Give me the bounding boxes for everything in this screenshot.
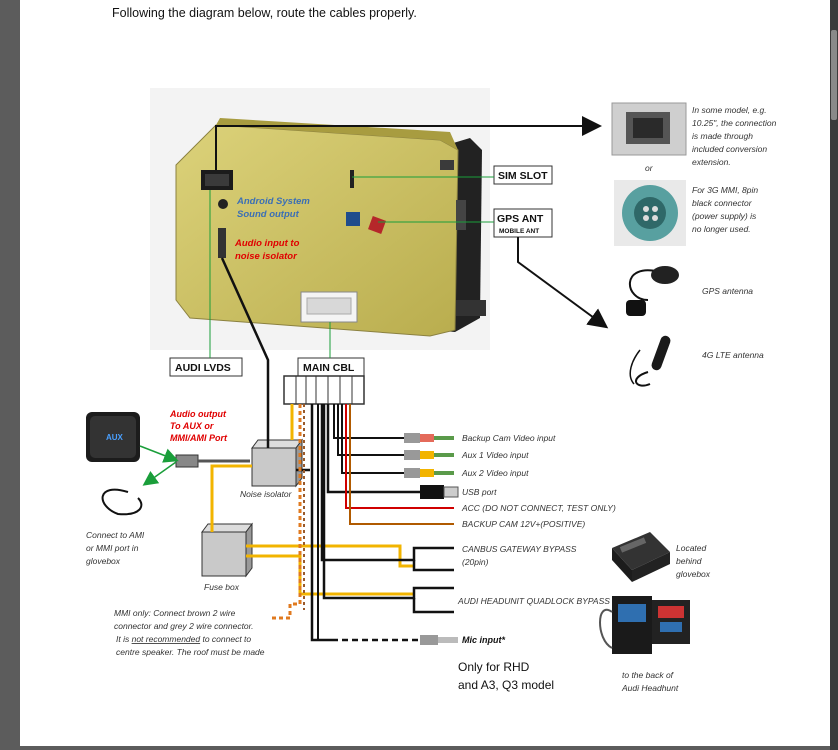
svg-text:glovebox: glovebox (86, 556, 121, 566)
mobile-ant-label: MOBILE ANT (499, 228, 539, 235)
headunit-harness-photo (599, 596, 690, 654)
headunit-note: to the back of Audi Headhunt (621, 670, 679, 693)
svg-text:glovebox: glovebox (676, 569, 711, 579)
gps-antenna-label: GPS antenna (702, 286, 753, 296)
audi-lvds-box: AUDI LVDS (169, 357, 243, 377)
svg-text:behind: behind (676, 556, 702, 566)
model-note-line: is made through (692, 131, 753, 141)
gps-ant-label: GPS ANT (497, 213, 544, 225)
black-8pin-connector-photo (614, 180, 686, 246)
usb-plug (420, 485, 459, 499)
svg-text:Audio output: Audio output (169, 409, 227, 419)
main-cbl-label: MAIN CBL (303, 362, 355, 374)
audio-input-plug (218, 228, 226, 258)
unit-front-face (175, 124, 459, 337)
mmi-note-line: no longer used. (692, 224, 751, 234)
instruction-text: Following the diagram below, route the c… (112, 6, 417, 20)
aux-module-photo: AUX (86, 412, 140, 462)
svg-text:MMI/AMI Port: MMI/AMI Port (170, 433, 228, 443)
aux1-video-label: Aux 1 Video input (461, 450, 529, 460)
conversion-extension-photo (611, 102, 687, 156)
svg-text:It is not recommended to conne: It is not recommended to connect to (116, 634, 251, 644)
sim-slot-label: SIM SLOT (498, 170, 548, 182)
fuse-box (201, 522, 253, 578)
aux-cable-photo (101, 454, 250, 516)
connect-ami-note: Connect to AMI or MMI port in glovebox (86, 530, 145, 566)
gps-ant-box: GPS ANT MOBILE ANT (493, 208, 553, 238)
right-notes: In some model, e.g. 10.25", the connecti… (645, 105, 777, 360)
svg-text:connector and grey 2 wire conn: connector and grey 2 wire connector. (114, 621, 254, 631)
svg-text:or MMI port in: or MMI port in (86, 543, 139, 553)
wires (210, 257, 454, 642)
sim-slot-mark (350, 170, 354, 188)
audio-output-label: Audio output To AUX or MMI/AMI Port (169, 409, 228, 443)
mmi-note-line: (power supply) is (692, 211, 757, 221)
android-sound-label-2: Sound output (237, 209, 300, 220)
svg-text:to the back of: to the back of (622, 670, 675, 680)
backup-cam-12v-label: BACKUP CAM 12V+(POSITIVE) (462, 519, 585, 529)
mmi-note-line: black connector (692, 198, 753, 208)
audio-input-label-2: noise isolator (235, 251, 298, 262)
svg-text:centre speaker. The roof must: centre speaker. The roof must be made (116, 647, 265, 657)
callout-lines (209, 116, 609, 358)
lte-antenna-label: 4G LTE antenna (702, 350, 764, 360)
fakra-red-connector (368, 216, 386, 234)
backup-cam-video-label: Backup Cam Video input (462, 433, 556, 443)
mmi-note-line: For 3G MMI, 8pin (692, 185, 758, 195)
or-label: or (645, 163, 654, 173)
svg-text:Only for RHD: Only for RHD (458, 660, 530, 674)
rca-plugs (404, 433, 454, 478)
model-note-line: 10.25", the connection (692, 118, 777, 128)
harness-connectors (283, 375, 365, 405)
head-unit (150, 88, 490, 350)
mic-input-label: Mic input* (462, 635, 505, 645)
cable-labels: Backup Cam Video input Aux 1 Video input… (457, 433, 616, 606)
gps-antenna-photo (626, 266, 679, 316)
vertical-scrollbar[interactable] (830, 0, 838, 750)
mmi-only-note: MMI only: Connect brown 2 wire connector… (114, 608, 265, 657)
model-note-line: extension. (692, 157, 731, 167)
acc-label: ACC (DO NOT CONNECT, TEST ONLY) (461, 503, 616, 513)
aux-box-label: AUX (106, 433, 124, 442)
model-note-line: In some model, e.g. (692, 105, 767, 115)
svg-text:and A3, Q3 model: and A3, Q3 model (458, 678, 554, 692)
svg-text:To AUX or: To AUX or (170, 421, 214, 431)
fakra-blue-connector (346, 212, 360, 226)
svg-text:Located: Located (676, 543, 707, 553)
svg-text:MMI only: Connect brown 2 wire: MMI only: Connect brown 2 wire (114, 608, 236, 618)
scrollbar-thumb[interactable] (831, 30, 837, 120)
sim-slot-box: SIM SLOT (493, 165, 553, 185)
sound-output-jack (218, 199, 228, 209)
model-note-line: included conversion (692, 144, 767, 154)
canbus-label: CANBUS GATEWAY BYPASS (462, 544, 577, 554)
canbus-label-2: (20pin) (462, 557, 489, 567)
usb-port-label: USB port (462, 487, 497, 497)
audio-input-label-1: Audio input to (234, 238, 300, 249)
quadlock-label: AUDI HEADUNIT QUADLOCK BYPASS (457, 596, 610, 606)
audi-lvds-label: AUDI LVDS (175, 362, 231, 374)
svg-text:Audi Headhunt: Audi Headhunt (621, 683, 679, 693)
noise-isolator-box (251, 438, 303, 488)
main-cbl-box: MAIN CBL (297, 357, 365, 377)
fuse-box-label: Fuse box (204, 582, 240, 592)
rhd-note: Only for RHD and A3, Q3 model (458, 660, 554, 692)
mic-plug (420, 635, 458, 645)
lte-antenna-photo (629, 335, 671, 387)
aux2-video-label: Aux 2 Video input (461, 468, 529, 478)
android-sound-label-1: Android System (236, 196, 310, 207)
located-note: Located behind glovebox (676, 543, 711, 579)
svg-text:Connect to AMI: Connect to AMI (86, 530, 145, 540)
canbus-gateway-photo (612, 532, 670, 582)
noise-isolator-label: Noise isolator (240, 489, 293, 499)
